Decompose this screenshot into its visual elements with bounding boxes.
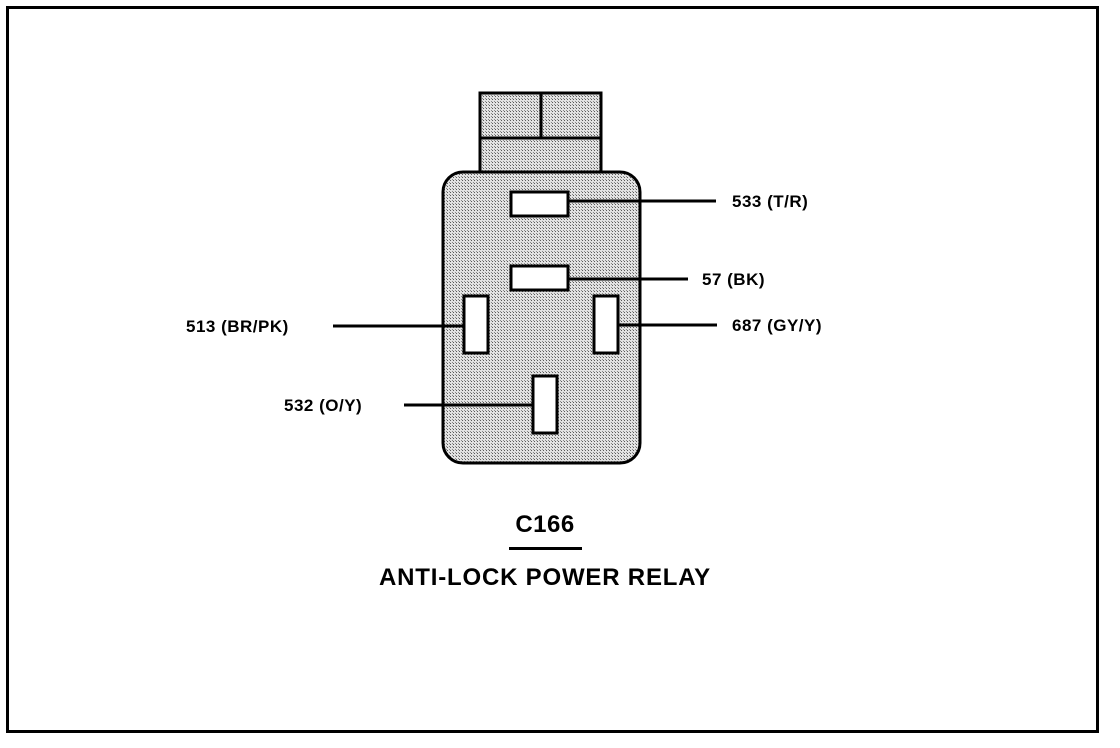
pin-label-top: 533 (T/R): [732, 192, 809, 211]
terminal-upper-mid: [509, 264, 570, 292]
pin-label-left: 513 (BR/PK): [186, 317, 289, 336]
pin-label-bottom: 532 (O/Y): [284, 396, 363, 415]
terminal-left: [462, 294, 490, 355]
pin-label-right: 687 (GY/Y): [732, 316, 823, 335]
connector-id-underline: [509, 547, 582, 550]
connector-latch: [478, 91, 603, 175]
connector-name: ANTI-LOCK POWER RELAY: [379, 564, 711, 591]
terminal-bottom: [531, 374, 559, 435]
pin-label-upper-mid: 57 (BK): [702, 270, 766, 289]
terminal-top: [509, 190, 570, 218]
diagram-frame: [6, 6, 1099, 733]
connector-housing: [441, 170, 642, 465]
terminal-right: [592, 294, 620, 355]
connector-id: C166: [515, 511, 575, 538]
